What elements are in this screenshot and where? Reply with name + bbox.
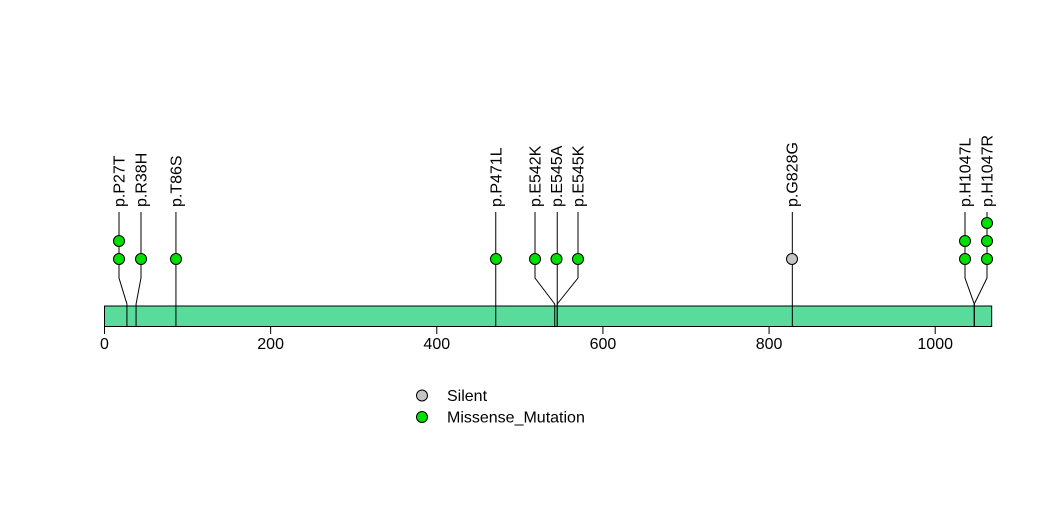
mutation-circle [572, 253, 584, 265]
mutation-circle [981, 235, 993, 247]
mutation-circle [113, 253, 125, 265]
legend-label: Missense_Mutation [447, 410, 585, 427]
mutation-circle [981, 217, 993, 229]
mutation-circle [170, 253, 182, 265]
mutation-circle [959, 253, 971, 265]
mutation-circle [135, 253, 147, 265]
mutation-label: p.T86S [169, 155, 186, 207]
mutation-label: p.H1047L [958, 138, 975, 207]
lollipop-p-g828g: p.G828G [785, 142, 802, 327]
lollipop-p-e542k: p.E542K [528, 145, 556, 327]
legend-item-missense_mutation: Missense_Mutation [416, 410, 585, 427]
lollipop-p-e545k: p.E545K [556, 145, 588, 327]
mutation-circle [959, 235, 971, 247]
mutation-circle [113, 235, 125, 247]
axis-tick-label: 0 [100, 336, 109, 353]
lollipop-stem [534, 212, 556, 327]
legend-swatch-missense_mutation [416, 411, 428, 423]
axis-tick-label: 800 [756, 336, 783, 353]
mutation-label: p.G828G [785, 142, 802, 207]
mutation-label: p.E542K [528, 145, 545, 207]
axis-tick-label: 600 [590, 336, 617, 353]
mutation-label: p.R38H [134, 153, 151, 207]
mutation-circle [981, 253, 993, 265]
axis-tick-label: 1000 [917, 336, 953, 353]
lollipop-p-h1047r: p.H1047R [973, 135, 997, 327]
mutation-label: p.P27T [112, 155, 129, 207]
lollipop-p-r38h: p.R38H [134, 153, 151, 327]
lollipop-p-t86s: p.T86S [169, 155, 186, 327]
mutation-circle [490, 253, 502, 265]
legend-item-silent: Silent [416, 388, 488, 405]
axis-tick-label: 400 [423, 336, 450, 353]
mutation-circle [550, 253, 563, 265]
axis-tick-label: 200 [257, 336, 284, 353]
protein-bar [104, 305, 993, 327]
lollipop-stem [135, 212, 142, 327]
mutation-circle [529, 253, 541, 265]
mutation-circle [786, 253, 798, 265]
lollipop-p-p27t: p.P27T [112, 155, 129, 327]
mutation-label: p.E545A [549, 145, 566, 207]
legend-label: Silent [447, 388, 488, 405]
lollipop-p-p471l: p.P471L [489, 147, 506, 327]
mutation-label: p.H1047R [980, 135, 997, 207]
mutation-label: p.E545K [571, 145, 588, 207]
lollipop-stem [556, 212, 579, 327]
legend-swatch-silent [416, 389, 428, 402]
mutation-label: p.P471L [489, 147, 506, 207]
